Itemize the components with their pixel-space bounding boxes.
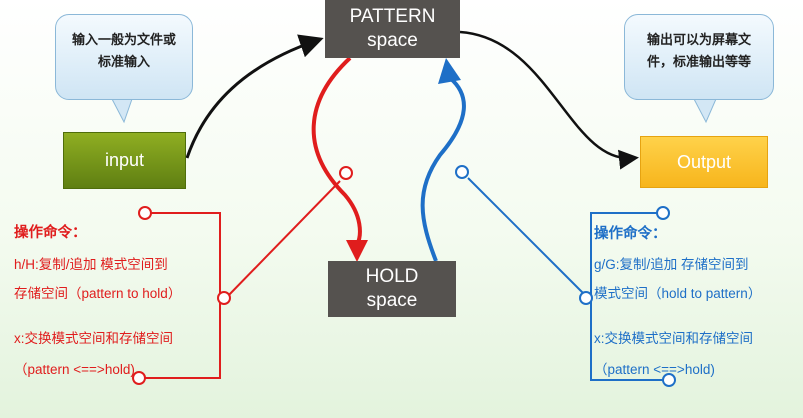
input-box: input [63,132,186,189]
pattern-space-box: PATTERN space [325,0,460,58]
red-pattern-to-hold-arrow [311,56,362,246]
blue-connector-bottom [662,373,676,387]
red-arrowhead [346,240,368,262]
left-command-line2: 存储空间（pattern to hold） [14,286,182,301]
input-note-line1: 输入一般为文件或 [71,32,176,47]
left-command-line4: （pattern <==>hold) [14,362,135,377]
right-command-line3: x:交换模式空间和存储空间 [594,331,754,346]
input-label: input [104,150,145,170]
right-command-line2: 模式空间（hold to pattern） [594,286,762,301]
output-note-line1: 输出可以为屏幕文 [646,32,751,47]
pattern-label: PATTERN [349,6,436,27]
hold-sublabel: space [366,290,418,311]
pattern-sublabel: space [367,30,418,51]
hold-label: HOLD [365,266,419,287]
blue-connector-curve [455,165,469,179]
red-connector-top [138,206,152,220]
blue-connector-mid [579,291,593,305]
left-command-line3: x:交换模式空间和存储空间 [14,331,174,346]
hold-space-box: HOLD space [328,261,456,317]
output-label: Output [676,151,732,172]
output-box: Output [640,136,768,188]
input-note-bubble: 输入一般为文件或 标准输入 [55,14,193,100]
output-note-bubble: 输出可以为屏幕文 件，标准输出等等 [624,14,774,100]
right-command-line1: g/G:复制/追加 存储空间到 [594,257,749,272]
red-connector-bottom [132,371,146,385]
right-command-line4: （pattern <==>hold) [594,362,715,377]
left-command-line1: h/H:复制/追加 模式空间到 [14,257,168,272]
blue-hold-to-pattern-arrow [420,76,466,262]
input-note-line2: 标准输入 [97,54,150,69]
input-to-pattern-arrow [185,34,324,159]
left-commands-heading: 操作命令： [14,225,87,241]
pattern-to-output-arrow [459,30,639,170]
red-connector-curve [339,166,353,180]
blue-arrowhead [438,58,461,84]
left-bubble-tail [111,98,133,124]
red-link-line [225,180,341,299]
blue-connector-top [656,206,670,220]
output-note-line2: 件，标准输出等等 [646,54,751,69]
blue-link-line [467,177,587,297]
red-connector-mid [217,291,231,305]
right-bubble-tail [693,98,717,124]
right-commands-heading: 操作命令： [594,226,667,242]
